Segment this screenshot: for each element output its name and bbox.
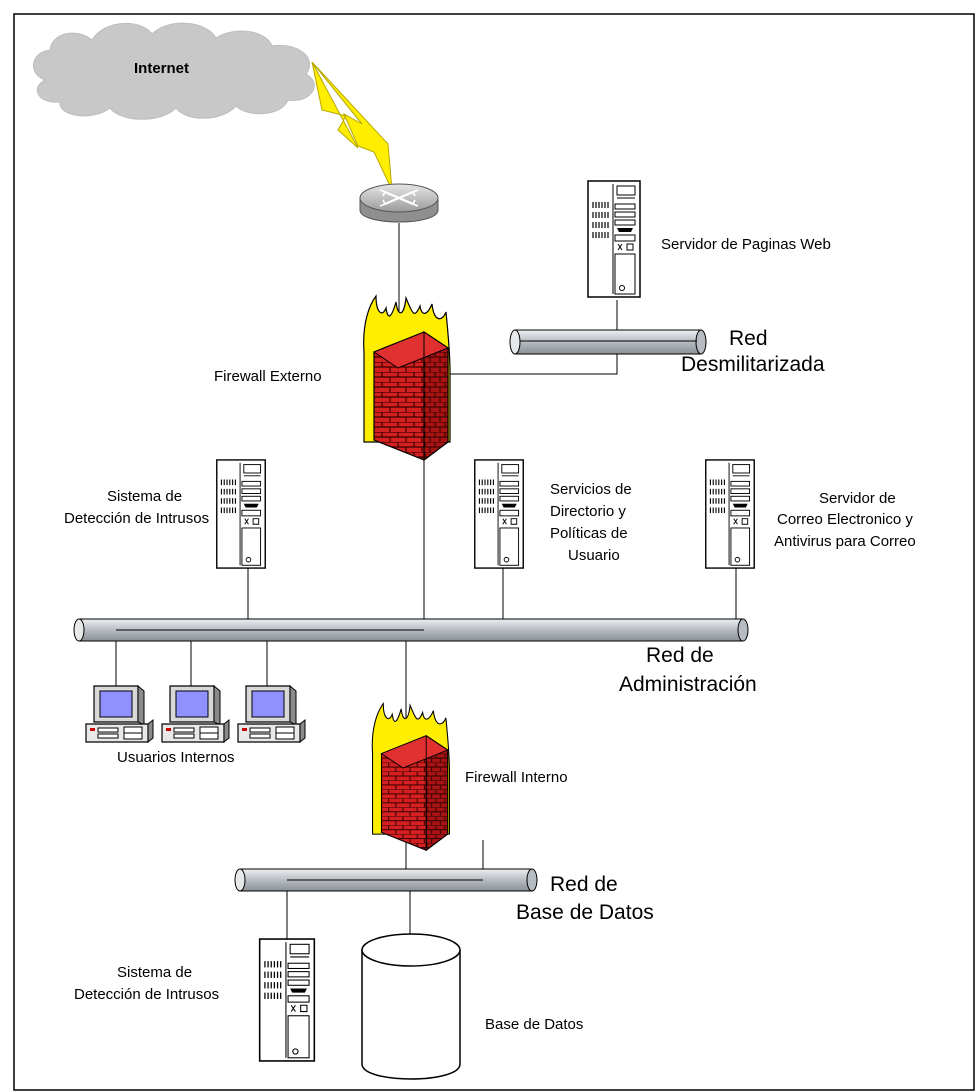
- directory-label-line4: Usuario: [568, 547, 620, 564]
- dmz-network-bus-icon: [509, 329, 707, 355]
- directory-server-icon: [474, 459, 524, 569]
- internet-cloud-icon: [33, 22, 315, 120]
- user-desktop-1-icon: [85, 685, 154, 743]
- mail-server-icon: [705, 459, 755, 569]
- external-firewall-icon: [363, 295, 451, 461]
- ids-bottom-label-line2: Detección de Intrusos: [74, 986, 219, 1003]
- admin-label-line1: Red de: [646, 644, 714, 667]
- users-label: Usuarios Internos: [117, 749, 235, 766]
- ids-top-label-line1: Sistema de: [107, 488, 182, 505]
- directory-label-line1: Servicios de: [550, 481, 632, 498]
- ids-top-label-line2: Detección de Intrusos: [64, 510, 209, 527]
- mail-label-line1: Servidor de: [819, 490, 896, 507]
- diagram-frame: [13, 13, 975, 1091]
- directory-label-line3: Políticas de: [550, 525, 628, 542]
- database-cylinder-icon: [361, 933, 461, 1080]
- database-label: Base de Datos: [485, 1016, 583, 1033]
- directory-label-line2: Directorio y: [550, 503, 626, 520]
- mail-label-line2: Correo Electronico y: [777, 511, 913, 528]
- dbnet-label-line1: Red de: [550, 873, 618, 896]
- router-icon: [359, 183, 439, 223]
- internet-label: Internet: [134, 60, 189, 77]
- dmz-label-line1: Red: [729, 327, 768, 350]
- ids-bottom-label-line1: Sistema de: [117, 964, 192, 981]
- internal-firewall-label: Firewall Interno: [465, 769, 568, 786]
- dbnet-label-line2: Base de Datos: [516, 901, 654, 924]
- mail-label-line3: Antivirus para Correo: [774, 533, 916, 550]
- database-network-bus-icon: [234, 868, 538, 892]
- ids-server-icon: [216, 459, 266, 569]
- user-desktop-2-icon: [161, 685, 230, 743]
- external-firewall-label: Firewall Externo: [214, 368, 322, 385]
- lightning-icon: [311, 61, 393, 191]
- ids-bottom-server-icon: [258, 938, 316, 1062]
- internal-firewall-icon: [371, 703, 450, 851]
- admin-label-line2: Administración: [619, 673, 757, 696]
- admin-network-bus-icon: [73, 618, 749, 642]
- user-desktop-3-icon: [237, 685, 306, 743]
- dmz-label-line2: Desmilitarizada: [681, 353, 825, 376]
- web-server-label: Servidor de Paginas Web: [661, 236, 831, 253]
- web-server-icon: [587, 180, 641, 298]
